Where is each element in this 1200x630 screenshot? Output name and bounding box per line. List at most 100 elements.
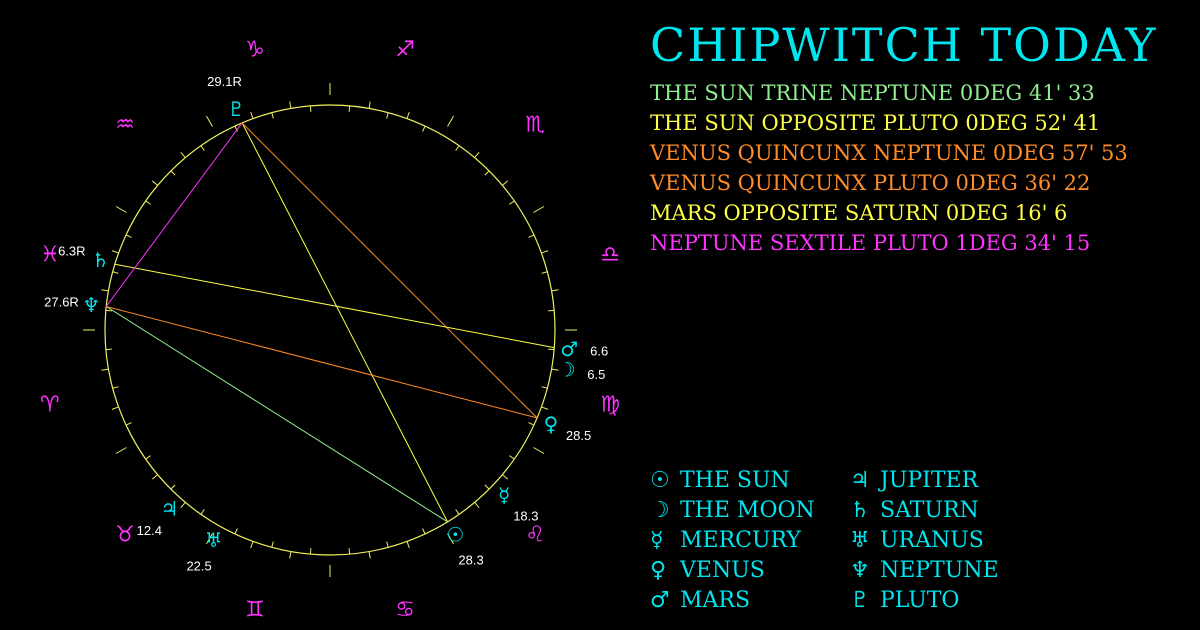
jupiter-icon: ♃ [850, 468, 870, 493]
wheel-tick [105, 348, 112, 351]
wheel-tick [289, 101, 292, 109]
aspect-item: MARS OPPOSITE SATURN 0DEG 16' 6 [650, 201, 1068, 225]
zodiac-sign-icon: ♎ [600, 242, 620, 267]
zodiac-sign-icon: ♈ [40, 393, 60, 418]
legend-item-neptune: ♆ NEPTUNE [850, 558, 999, 583]
venus-icon: ♀ [544, 412, 559, 436]
legend-label: THE SUN [680, 468, 790, 493]
moon-icon: ☽ [650, 498, 670, 523]
wheel-tick [541, 250, 549, 254]
legend-item-saturn: ♄SATURN [850, 498, 979, 523]
venus-degree-label: 28.5 [566, 428, 591, 443]
legend-label: PLUTO [880, 588, 960, 613]
legend-item-uranus: ♅ URANUS [850, 528, 984, 553]
wheel-tick [145, 455, 151, 460]
wheel-ticks [83, 83, 577, 577]
wheel-tick [502, 180, 509, 186]
wheel-tick [474, 502, 480, 509]
wheel-tick [548, 309, 555, 312]
wheel-tick [406, 111, 410, 119]
wheel-tick [502, 474, 509, 480]
zodiac-sign-icon: ♌ [525, 523, 545, 548]
wheel-tick [101, 368, 109, 371]
wheel-tick [105, 309, 112, 312]
wheel-tick [447, 533, 454, 545]
wheel-tick [101, 289, 109, 292]
wheel-tick [484, 170, 490, 176]
zodiac-sign-icon: ♋ [395, 598, 415, 623]
aspect-lines [105, 122, 555, 523]
legend-label: NEPTUNE [880, 558, 999, 583]
legend-label: JUPITER [880, 468, 979, 493]
legend-item-moon: ☽ THE MOON [650, 498, 815, 523]
wheel-tick [115, 447, 127, 454]
zodiac-sign-icon: ♒ [115, 112, 135, 137]
zodiac-signs: ♈♉♊♋♌♍♎♏♐♑♒♓ [40, 37, 620, 622]
wheel-tick [309, 548, 312, 555]
wheel-tick [250, 541, 254, 549]
wheel-tick [368, 101, 371, 109]
wheel-tick [533, 447, 545, 454]
wheel-tick [422, 125, 426, 132]
wheel-tick [541, 406, 549, 410]
pluto-icon: ♇ [850, 588, 870, 613]
wheel-tick [447, 115, 454, 127]
pluto-icon: ♇ [227, 97, 245, 121]
wheel-tick [145, 200, 151, 205]
wheel-tick [551, 289, 559, 292]
aspect-item: VENUS QUINCUNX NEPTUNE 0DEG 57' 53 [650, 141, 1128, 165]
neptune-icon: ♆ [850, 558, 870, 583]
wheel-tick [180, 502, 186, 509]
mercury-icon: ☿ [498, 483, 510, 507]
legend-item-sun: ☉ THE SUN [650, 468, 790, 493]
wheel-tick [528, 234, 535, 238]
wheel-tick [271, 541, 274, 548]
saturn-degree-label: 6.3R [58, 244, 85, 259]
aspect-line [105, 306, 448, 523]
legend-item-pluto: ♇ PLUTO [850, 588, 959, 613]
wheel-tick [170, 170, 176, 176]
wheel-tick [289, 551, 292, 559]
wheel-tick [541, 271, 548, 274]
moon-icon: ☽ [558, 358, 576, 382]
legend-label: VENUS [680, 558, 765, 583]
zodiac-sign-icon: ♐ [395, 37, 415, 62]
wheel-tick [180, 151, 186, 158]
zodiac-sign-icon: ♑ [245, 37, 265, 62]
venus-icon: ♀ [650, 558, 667, 583]
wheel-tick [115, 206, 127, 213]
wheel-tick [170, 484, 176, 490]
wheel-tick [250, 111, 254, 119]
aspect-item: THE SUN OPPOSITE PLUTO 0DEG 52' 41 [650, 111, 1101, 135]
wheel-tick [455, 509, 460, 515]
wheel-tick [386, 541, 389, 548]
wheel-tick [151, 180, 158, 186]
wheel-tick [206, 115, 213, 127]
wheel-tick [509, 455, 515, 460]
wheel-tick [455, 145, 460, 151]
zodiac-sign-icon: ♍ [600, 393, 620, 418]
wheel-tick [386, 112, 389, 119]
jupiter-degree-label: 12.4 [137, 523, 162, 538]
mars-icon: ♂ [650, 588, 670, 613]
aspect-item: THE SUN TRINE NEPTUNE 0DEG 41' 33 [650, 81, 1095, 105]
mercury-degree-label: 18.3 [513, 508, 538, 523]
chart-wheel: ♈♉♊♋♌♍♎♏♐♑♒♓ ☉28.3☽6.5☿18.3♀28.5♂6.6♃12.… [40, 37, 620, 622]
legend-label: THE MOON [680, 498, 815, 523]
aspect-item: VENUS QUINCUNX PLUTO 0DEG 36' 22 [650, 171, 1091, 195]
legend-label: SATURN [880, 498, 979, 523]
legend-label: MARS [680, 588, 751, 613]
wheel-tick [206, 533, 213, 545]
uranus-degree-label: 22.5 [186, 559, 211, 574]
mars-degree-label: 6.6 [590, 344, 608, 359]
sun-icon: ☉ [650, 468, 670, 493]
wheel-tick [234, 528, 238, 535]
legend-label: URANUS [880, 528, 984, 553]
wheel-tick [125, 234, 132, 238]
zodiac-sign-icon: ♓ [40, 242, 60, 267]
wheel-tick [112, 271, 119, 274]
sun-icon: ☉ [446, 523, 464, 547]
aspect-line [106, 305, 538, 419]
uranus-icon: ♅ [850, 528, 870, 553]
legend-item-jupiter: ♃ JUPITER [850, 468, 978, 493]
